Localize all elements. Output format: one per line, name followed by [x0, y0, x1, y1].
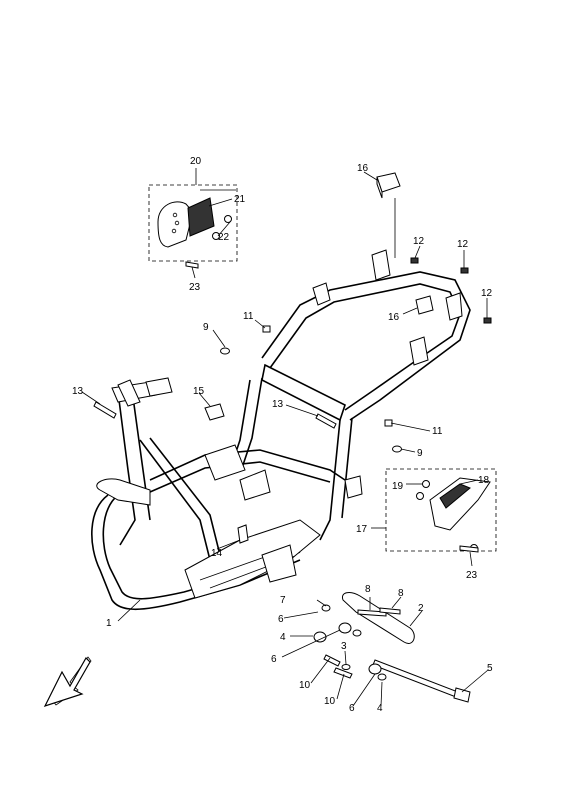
- callout-9-right: 9: [417, 448, 423, 459]
- callout-4-b: 4: [377, 703, 383, 714]
- callout-15: 15: [193, 386, 205, 397]
- callout-19: 19: [392, 481, 404, 492]
- callout-23-left: 23: [189, 282, 201, 293]
- callout-5: 5: [487, 663, 493, 674]
- callout-11-top: 11: [243, 311, 254, 322]
- callout-labels: 20 21 22 23 16 16 12 12 12 11 9 13 15 13…: [72, 156, 493, 714]
- kit-20-box: [148, 184, 238, 262]
- callout-10-a: 10: [299, 680, 311, 691]
- leader-lines: [81, 168, 489, 707]
- callout-13-left: 13: [72, 386, 84, 397]
- main-frame: [91, 249, 471, 611]
- callout-23-right: 23: [466, 570, 478, 581]
- callout-3: 3: [341, 641, 347, 652]
- callout-11-right: 11: [432, 426, 443, 437]
- callout-7: 7: [280, 595, 286, 606]
- callout-12-a: 12: [413, 236, 425, 247]
- callout-6-a: 6: [278, 614, 284, 625]
- callout-9-top: 9: [203, 322, 209, 333]
- callout-6-b: 6: [271, 654, 277, 665]
- callout-12-b: 12: [457, 239, 469, 250]
- callout-18: 18: [478, 475, 490, 486]
- small-parts: [93, 172, 492, 703]
- callout-21: 21: [234, 194, 246, 205]
- callout-22: 22: [218, 232, 230, 243]
- callout-16-mid: 16: [388, 312, 400, 323]
- callout-2: 2: [418, 603, 424, 614]
- callout-13-mid: 13: [272, 399, 284, 410]
- kit-17-box: [385, 468, 497, 552]
- callout-14: 14: [211, 548, 223, 559]
- callout-8-b: 8: [398, 588, 404, 599]
- callout-17: 17: [356, 524, 368, 535]
- callout-6-c: 6: [349, 703, 355, 714]
- callout-16-top: 16: [357, 163, 369, 174]
- callout-8-a: 8: [365, 584, 371, 595]
- callout-10-b: 10: [324, 696, 336, 707]
- callout-1: 1: [106, 618, 112, 629]
- callout-12-c: 12: [481, 288, 493, 299]
- callout-4-a: 4: [280, 632, 286, 643]
- front-direction-arrow-icon: [43, 656, 92, 708]
- callout-20: 20: [190, 156, 202, 167]
